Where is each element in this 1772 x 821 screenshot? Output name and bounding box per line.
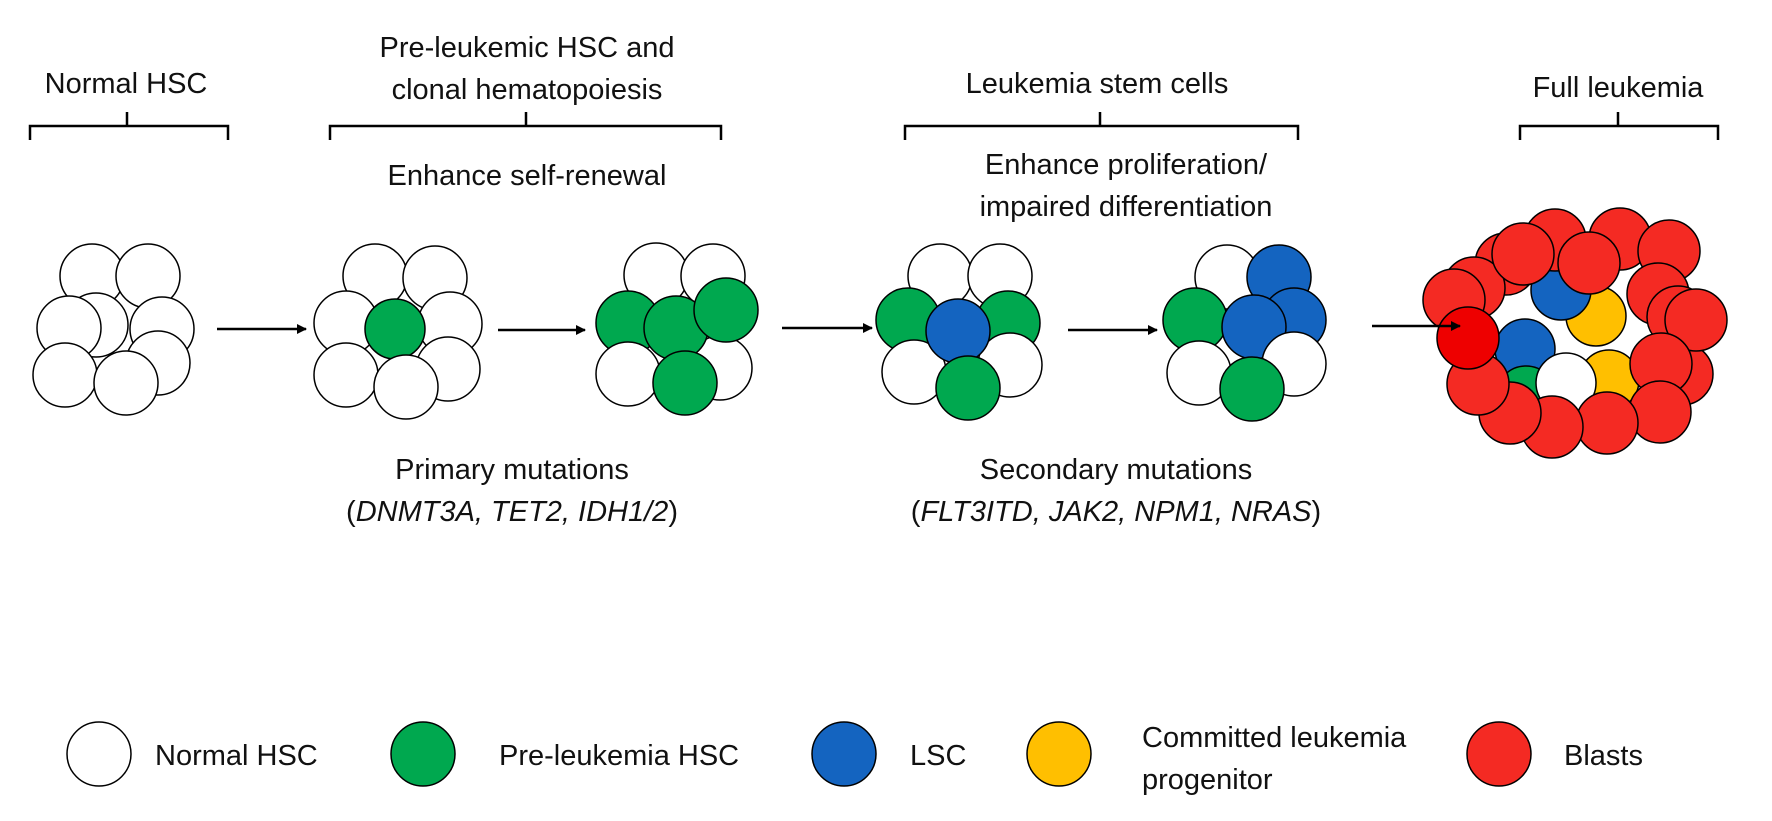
- cluster-6-cell-25: [1436, 306, 1500, 370]
- cluster-1-cell-8: [93, 350, 159, 416]
- cell-cluster-lsc-emergence: [875, 243, 1043, 421]
- primary-mutations-label: Primary mutations: [395, 454, 629, 486]
- cluster-6-cell-20: [1575, 391, 1639, 455]
- stage-subtitle-proliferation-line2: impaired differentiation: [980, 191, 1273, 223]
- bracket-lsc: [903, 112, 1300, 140]
- legend-label-blasts: Blasts: [1564, 740, 1643, 772]
- cell-cluster-normal: [32, 243, 195, 416]
- cluster-5-cell-8: [1219, 356, 1285, 422]
- legend-swatch-blasts: [1466, 721, 1532, 787]
- stage-title-pre-leukemic-line1: Pre-leukemic HSC and: [380, 32, 675, 64]
- primary-mutations-genes: (DNMT3A, TET2, IDH1/2): [346, 496, 678, 528]
- secondary-mutations-genes: (FLT3ITD, JAK2, NPM1, NRAS): [911, 496, 1321, 528]
- cell-cluster-clonal-expansion: [595, 242, 759, 416]
- cluster-6-cell-17: [1664, 288, 1728, 352]
- cluster-3-cell-7: [693, 277, 759, 343]
- cluster-1-cell-6: [32, 342, 98, 408]
- bracket-full-leukemia: [1518, 112, 1720, 140]
- legend-label-committed-line2: progenitor: [1142, 764, 1273, 796]
- legend-label-normal-hsc: Normal HSC: [155, 740, 318, 772]
- stage-title-full-leukemia: Full leukemia: [1533, 72, 1705, 104]
- cluster-2-cell-8: [373, 354, 439, 420]
- legend-swatch-normal-hsc: [66, 721, 132, 787]
- stage-subtitle-self-renewal: Enhance self-renewal: [388, 160, 667, 192]
- cluster-6-cell-19: [1628, 380, 1692, 444]
- legend: Normal HSC Pre-leukemia HSC LSC Committe…: [66, 721, 1643, 796]
- legend-swatch-committed-progenitor: [1026, 721, 1092, 787]
- cluster-2-cell-5: [313, 342, 379, 408]
- cluster-2-cell-7: [364, 298, 426, 360]
- cell-cluster-first-mutation: [313, 243, 483, 420]
- cluster-4-cell-8: [935, 355, 1001, 421]
- legend-label-committed-line1: Committed leukemia: [1142, 722, 1407, 754]
- legend-label-pre-leukemia-hsc: Pre-leukemia HSC: [499, 740, 739, 772]
- legend-swatch-pre-leukemia-hsc: [390, 721, 456, 787]
- bracket-normal-hsc: [28, 112, 230, 140]
- secondary-mutations-label: Secondary mutations: [980, 454, 1252, 486]
- cluster-6-cell-13: [1557, 231, 1621, 295]
- bracket-pre-leukemic: [328, 112, 723, 140]
- cell-cluster-lsc-expansion: [1162, 244, 1327, 422]
- cell-cluster-full-leukemia: [1422, 207, 1728, 459]
- cluster-3-cell-8: [652, 350, 718, 416]
- stage-subtitle-proliferation-line1: Enhance proliferation/: [985, 149, 1268, 181]
- legend-swatch-lsc: [811, 721, 877, 787]
- cluster-3-cell-5: [595, 341, 661, 407]
- cluster-6-cell-12: [1491, 222, 1555, 286]
- stage-title-lsc: Leukemia stem cells: [966, 68, 1229, 100]
- cluster-4-cell-7: [925, 298, 991, 364]
- stage-title-normal-hsc: Normal HSC: [45, 68, 208, 100]
- legend-label-lsc: LSC: [910, 740, 966, 772]
- stage-title-pre-leukemic-line2: clonal hematopoiesis: [392, 74, 663, 106]
